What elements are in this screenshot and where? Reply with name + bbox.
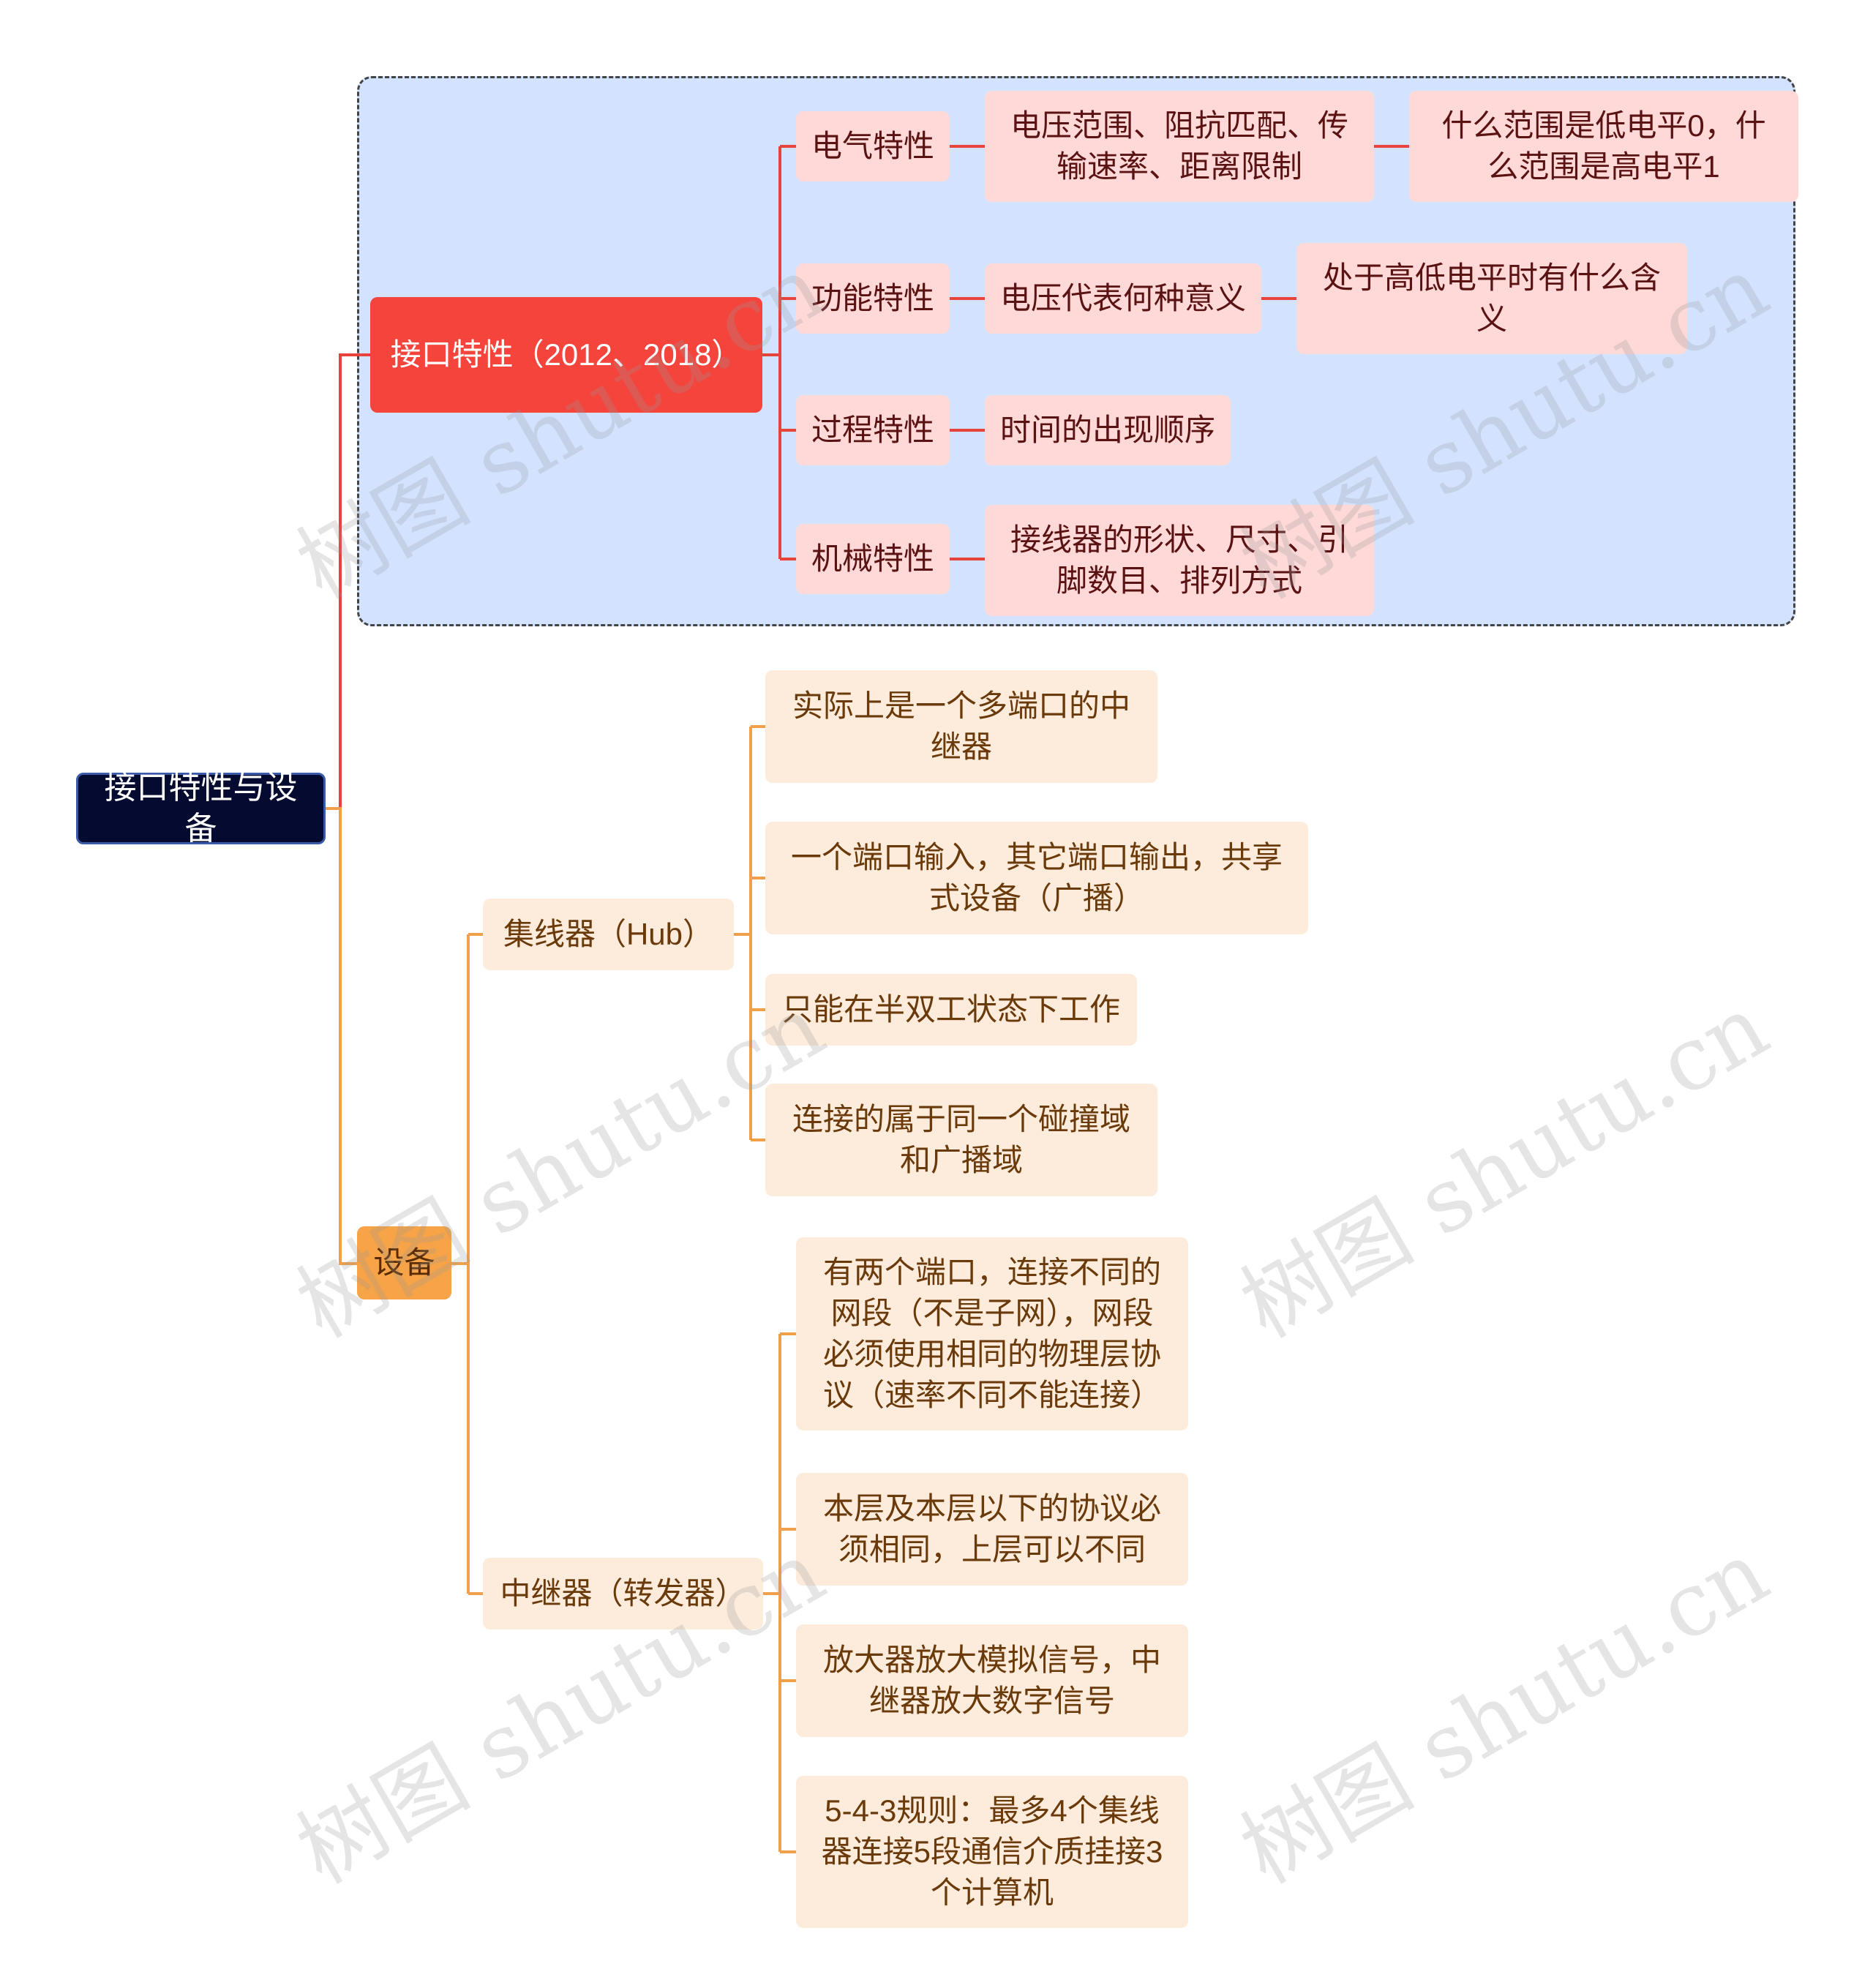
repeater-item-1[interactable]: 有两个端口，连接不同的网段（不是子网），网段必须使用相同的物理层协议（速率不同不… [796,1237,1188,1430]
devices-node[interactable]: 设备 [357,1226,451,1299]
hub-item-2[interactable]: 一个端口输入，其它端口输出，共享式设备（广播） [765,822,1308,934]
repeater-item-3[interactable]: 放大器放大模拟信号，中继器放大数字信号 [796,1624,1188,1737]
electrical-detail-node[interactable]: 电压范围、阻抗匹配、传输速率、距离限制 [985,91,1374,202]
link-devices-children [451,933,483,1595]
functional-node[interactable]: 功能特性 [796,263,950,334]
link-root-devices [326,807,357,1265]
hub-node[interactable]: 集线器（Hub） [483,899,734,970]
hub-item-1[interactable]: 实际上是一个多端口的中继器 [765,670,1157,783]
electrical-node[interactable]: 电气特性 [796,111,950,181]
hub-item-4[interactable]: 连接的属于同一个碰撞域和广播域 [765,1084,1157,1196]
mechanical-detail-node[interactable]: 接线器的形状、尺寸、引脚数目、排列方式 [985,505,1374,616]
functional-detail-node[interactable]: 电压代表何种意义 [985,263,1261,334]
link-interface-children [762,145,796,560]
repeater-item-2[interactable]: 本层及本层以下的协议必须相同，上层可以不同 [796,1473,1188,1586]
repeater-item-4[interactable]: 5-4-3规则：最多4个集线器连接5段通信介质挂接3个计算机 [796,1776,1188,1928]
procedural-detail-node[interactable]: 时间的出现顺序 [985,395,1231,465]
link-repeater-items [763,1332,796,1853]
root-node[interactable]: 接口特性与设备 [76,770,326,847]
electrical-extra-node[interactable]: 什么范围是低电平0，什么范围是高电平1 [1409,91,1798,202]
procedural-node[interactable]: 过程特性 [796,395,950,465]
link-root-interface [326,353,370,810]
repeater-node[interactable]: 中继器（转发器） [483,1558,763,1629]
interface-node[interactable]: 接口特性（2012、2018） [370,297,762,413]
hub-item-3[interactable]: 只能在半双工状态下工作 [765,974,1137,1046]
link-hub-items [734,725,765,1141]
functional-extra-node[interactable]: 处于高低电平时有什么含义 [1296,243,1687,354]
mechanical-node[interactable]: 机械特性 [796,524,950,594]
